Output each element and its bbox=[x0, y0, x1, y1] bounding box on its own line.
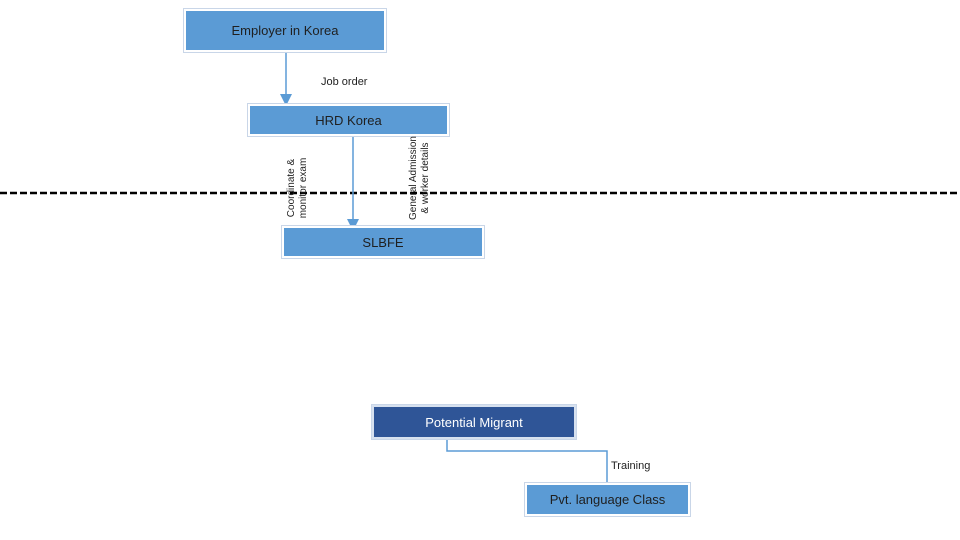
coordinate-monitor-exam-label: Coordinate & monitor exam bbox=[286, 142, 312, 234]
potential-migrant-label: Potential Migrant bbox=[425, 414, 523, 430]
general-label-line1: General Admission bbox=[408, 136, 419, 220]
employer-in-korea-label: Employer in Korea bbox=[231, 23, 339, 38]
slbfe-label: SLBFE bbox=[362, 234, 404, 250]
training-label: Training bbox=[611, 460, 651, 472]
pvt-language-class-box: Pvt. language Class bbox=[525, 483, 690, 516]
coordinate-label-line2: monitor exam bbox=[298, 157, 309, 219]
general-label-line2: & worker details bbox=[420, 142, 431, 214]
coordinate-label-line1: Coordinate & bbox=[286, 158, 297, 218]
slbfe-box: SLBFE bbox=[282, 226, 484, 258]
job-order-label: Job order bbox=[321, 76, 368, 88]
pvt-language-class-label: Pvt. language Class bbox=[549, 492, 666, 507]
general-admission-label: General Admission & worker details bbox=[408, 118, 434, 238]
hrd-korea-label: HRD Korea bbox=[315, 112, 382, 128]
migrant-to-class-connector bbox=[446, 438, 608, 482]
employer-in-korea-box: Employer in Korea bbox=[184, 9, 386, 52]
hrd-korea-box: HRD Korea bbox=[248, 104, 449, 136]
potential-migrant-box: Potential Migrant bbox=[372, 405, 576, 439]
